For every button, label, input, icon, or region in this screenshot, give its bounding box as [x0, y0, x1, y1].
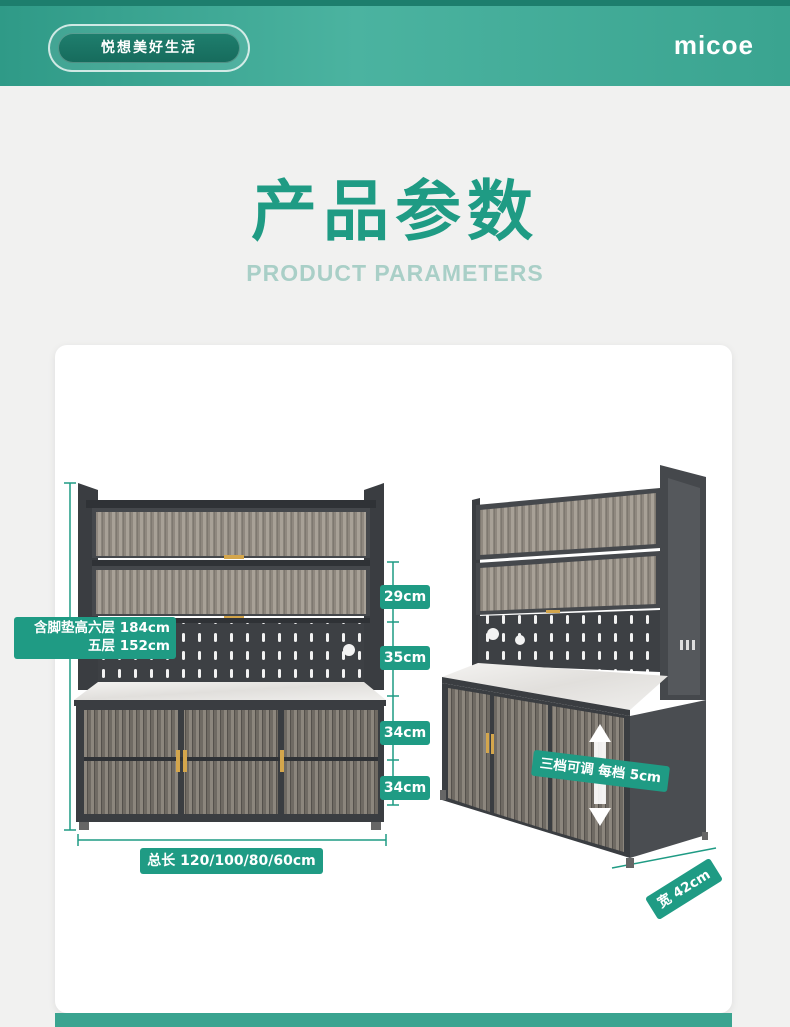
header-banner: 悦想美好生活 micoe	[0, 0, 790, 86]
cabinet-upper-height-label: 34cm	[380, 721, 430, 745]
page-subtitle: PRODUCT PARAMETERS	[246, 260, 544, 286]
shelf-top-height-label: 29cm	[380, 585, 430, 609]
length-label: 总长 120/100/80/60cm	[140, 848, 323, 874]
brand-logo: micoe	[673, 30, 754, 60]
pegboard-height-label: 35cm	[380, 646, 430, 670]
height-five-tier: 五层 152cm	[88, 638, 170, 654]
cabinet-lower-height-label: 34cm	[380, 776, 430, 800]
front-cabinet	[74, 483, 386, 830]
height-label: 含脚垫高六层 184cm 五层 152cm	[14, 617, 176, 659]
angled-cabinet	[440, 465, 708, 868]
height-six-tier: 含脚垫高六层 184cm	[34, 620, 170, 636]
slogan-badge: 悦想美好生活	[48, 24, 250, 72]
page-title: 产品参数	[251, 173, 539, 250]
slogan-text: 悦想美好生活	[58, 33, 240, 63]
footer-strip	[55, 1013, 732, 1027]
